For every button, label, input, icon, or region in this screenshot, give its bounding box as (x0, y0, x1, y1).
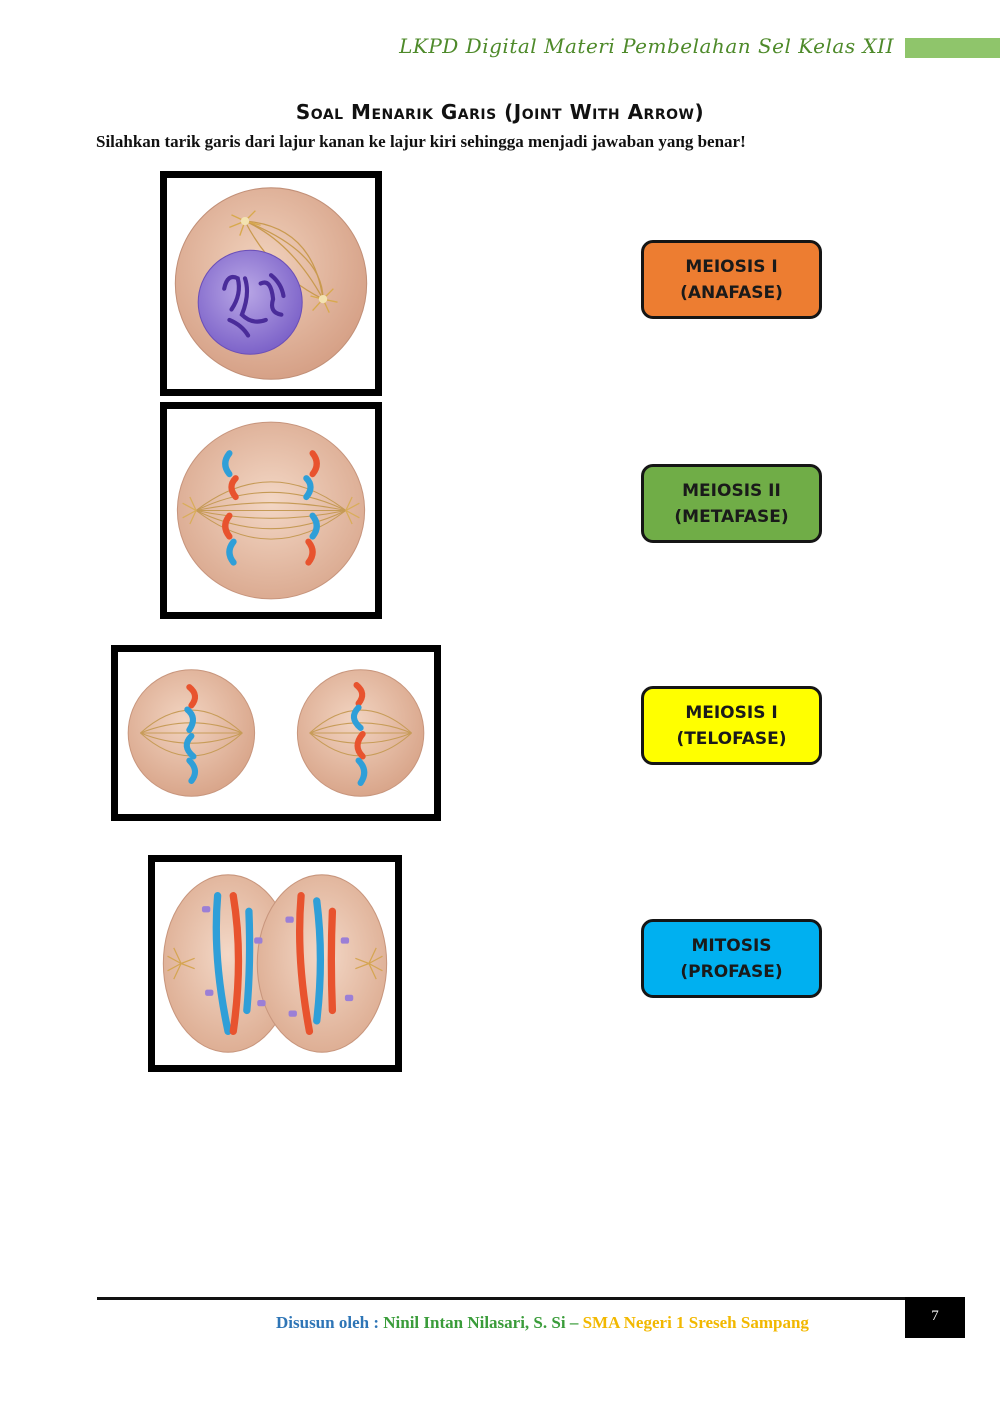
footer-author: Ninil Intan Nilasari, S. Si (383, 1313, 566, 1332)
answer-line1: MITOSIS (691, 935, 772, 956)
cell-image-4[interactable] (148, 855, 402, 1072)
footer-school: SMA Negeri 1 Sreseh Sampang (582, 1313, 809, 1332)
footer-separator: – (565, 1313, 583, 1332)
prophase-cell-illustration (174, 187, 368, 380)
header-accent-bar (905, 38, 1000, 58)
answer-line2: (PROFASE) (680, 961, 783, 982)
footer-credit: Disusun oleh : Ninil Intan Nilasari, S. … (276, 1313, 809, 1333)
metaphase-dividing-cell-illustration (162, 874, 388, 1053)
telophase-cells-illustration (127, 669, 425, 797)
anaphase-cell-illustration (176, 421, 366, 600)
cell-image-2[interactable] (160, 402, 382, 619)
answer-box-meiosis-1-anafase[interactable]: MEIOSIS I (ANAFASE) (641, 240, 822, 319)
worksheet-heading: Soal Menarik Garis (Joint With Arrow) (295, 100, 705, 124)
cell-image-1[interactable] (160, 171, 382, 396)
answer-box-mitosis-profase[interactable]: MITOSIS (PROFASE) (641, 919, 822, 998)
answer-line1: MEIOSIS II (682, 480, 781, 501)
answer-box-meiosis-2-metafase[interactable]: MEIOSIS II (METAFASE) (641, 464, 822, 543)
footer-divider (97, 1297, 905, 1300)
cell-image-3[interactable] (111, 645, 441, 821)
header-title: LKPD Digital Materi Pembelahan Sel Kelas… (399, 34, 894, 58)
answer-line2: (ANAFASE) (680, 282, 783, 303)
footer-prefix: Disusun oleh : (276, 1313, 384, 1332)
answer-line1: MEIOSIS I (685, 256, 778, 277)
answer-line2: (TELOFASE) (676, 728, 787, 749)
worksheet-instruction: Silahkan tarik garis dari lajur kanan ke… (96, 132, 746, 151)
page-number: 7 (905, 1297, 965, 1338)
answer-line1: MEIOSIS I (685, 702, 778, 723)
answer-line2: (METAFASE) (674, 506, 789, 527)
answer-box-meiosis-1-telofase[interactable]: MEIOSIS I (TELOFASE) (641, 686, 822, 765)
